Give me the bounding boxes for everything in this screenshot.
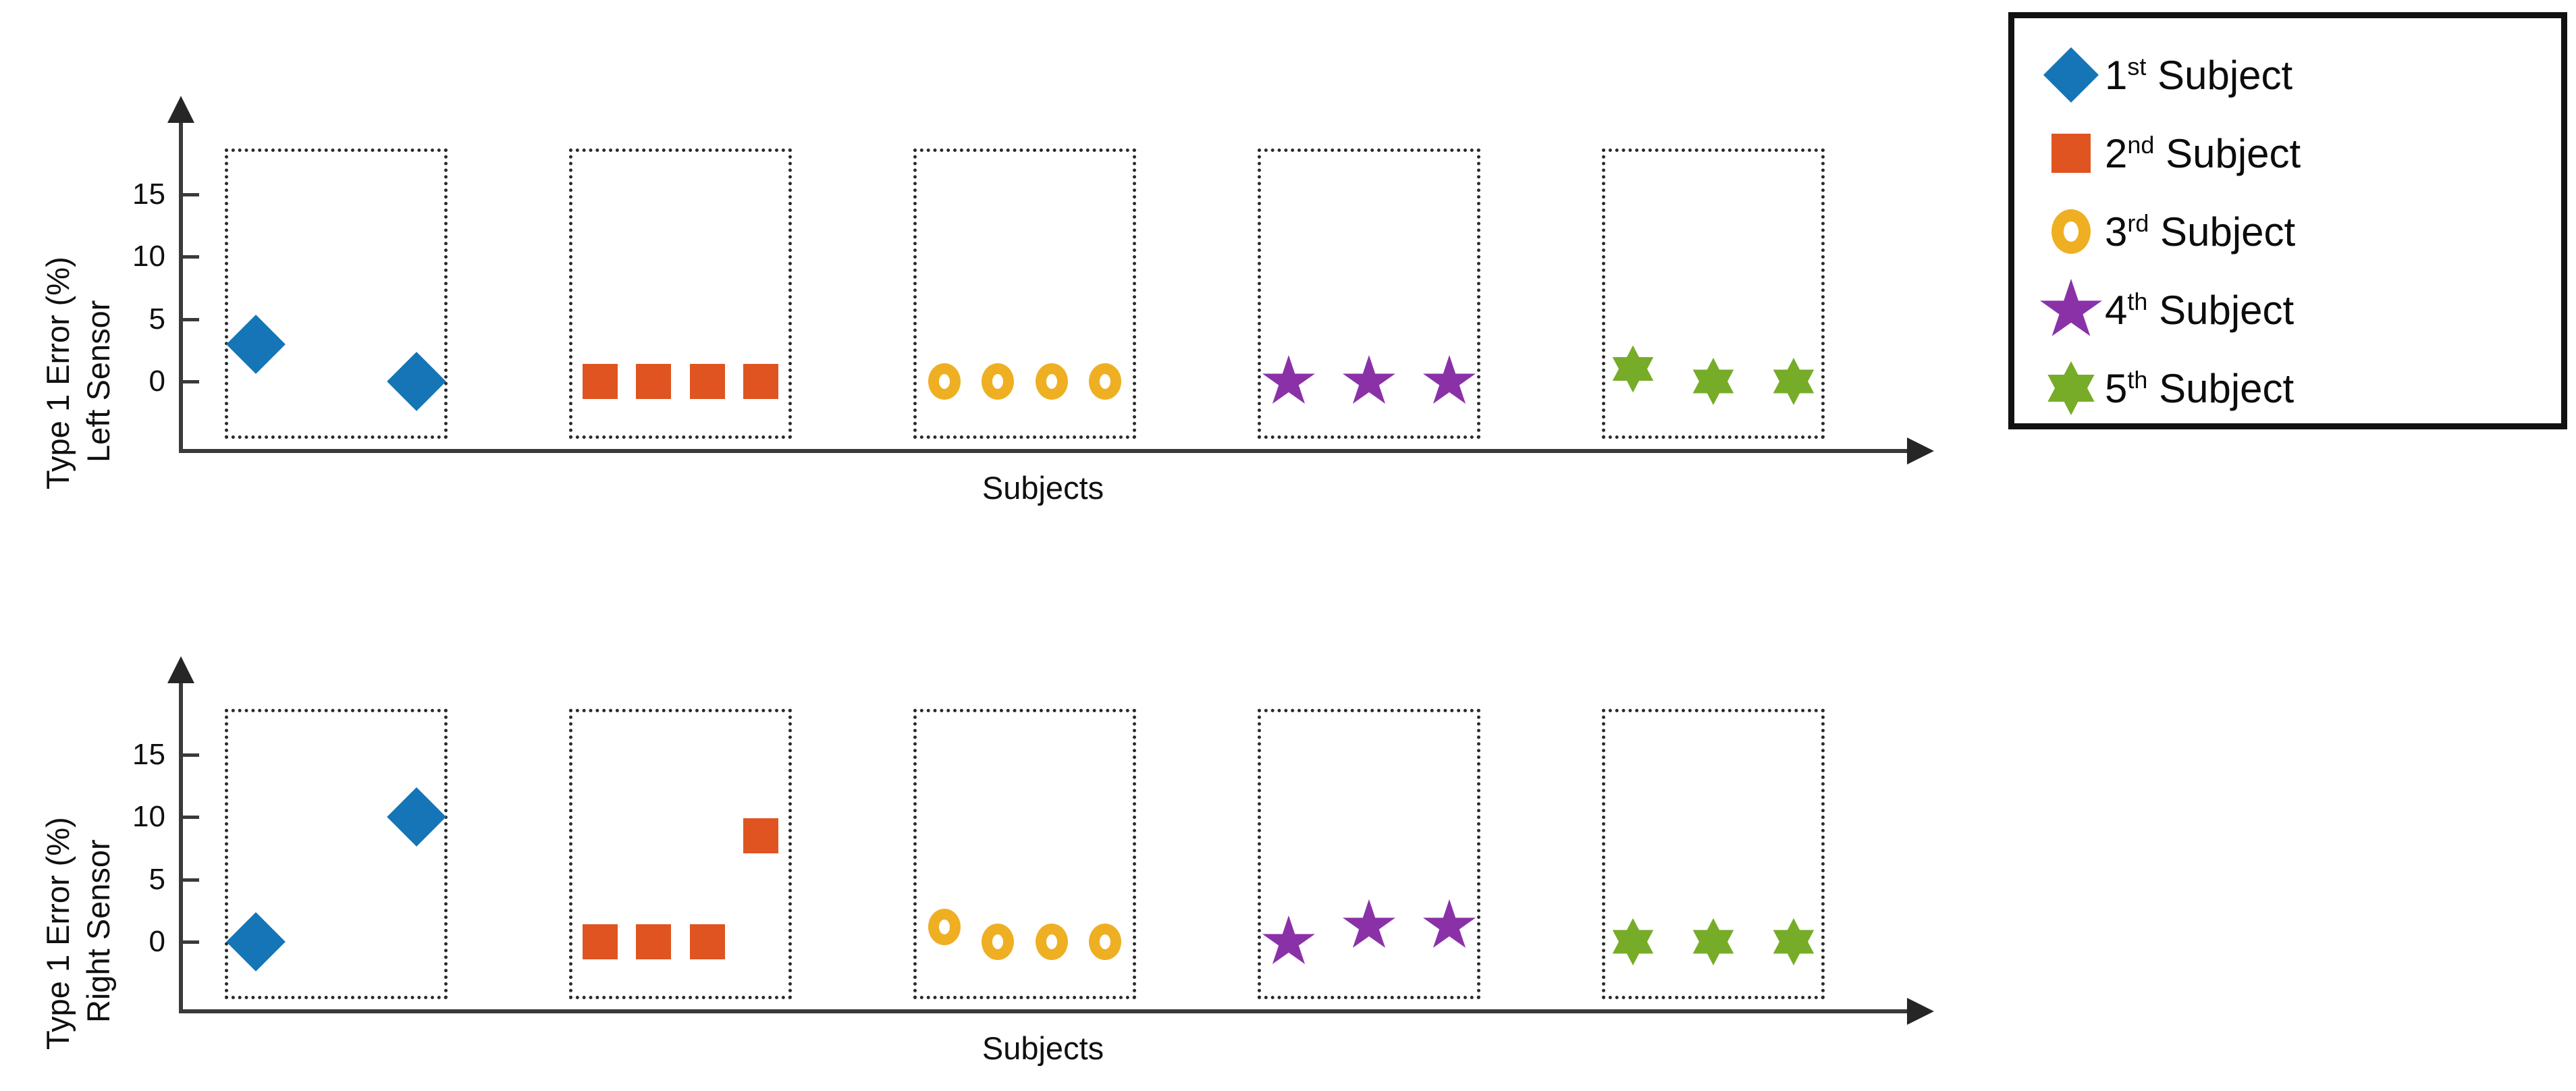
legend-diamond-icon bbox=[2043, 47, 2099, 103]
data-point-circle bbox=[1035, 924, 1068, 960]
y-axis-title-line1: Type 1 Error (%) bbox=[40, 257, 76, 489]
y-axis-tick-mark bbox=[179, 940, 199, 944]
legend-ordinal-suffix: th bbox=[2127, 287, 2148, 315]
legend-swatch bbox=[2037, 47, 2105, 103]
legend-item-label: 5th Subject bbox=[2105, 365, 2294, 412]
legend-ordinal-suffix: nd bbox=[2127, 130, 2155, 159]
legend-ordinal-number: 2 bbox=[2105, 130, 2128, 176]
legend-ordinal-suffix: th bbox=[2127, 365, 2148, 394]
x-axis-line bbox=[179, 449, 1907, 453]
data-point-circle bbox=[1035, 363, 1068, 400]
legend-star-5pt-icon bbox=[2040, 279, 2102, 336]
y-axis-tick-mark bbox=[179, 317, 199, 321]
legend-subject-text: Subject bbox=[2154, 130, 2301, 176]
legend-swatch bbox=[2037, 361, 2105, 415]
legend-ordinal-suffix: st bbox=[2127, 52, 2147, 80]
data-point-square bbox=[689, 364, 725, 399]
legend-square-icon bbox=[2051, 134, 2091, 173]
y-axis-tick-label: 5 bbox=[149, 302, 165, 336]
subject-group-box bbox=[569, 149, 792, 439]
y-axis-arrow-icon bbox=[167, 96, 194, 123]
subject-group-box bbox=[225, 149, 448, 439]
y-axis-tick-label: 5 bbox=[149, 862, 165, 896]
y-axis-tick-label: 15 bbox=[132, 737, 165, 771]
y-axis-line bbox=[179, 682, 183, 1009]
legend-item[interactable]: 3rd Subject bbox=[2037, 192, 2561, 271]
data-point-square bbox=[636, 924, 672, 959]
legend-ordinal-number: 5 bbox=[2105, 365, 2128, 411]
legend-item-label: 1st Subject bbox=[2105, 52, 2292, 99]
subject-group-box bbox=[1258, 709, 1480, 999]
legend-subject-text: Subject bbox=[2149, 209, 2296, 255]
legend-item[interactable]: 4th Subject bbox=[2037, 271, 2561, 349]
legend-ordinal-number: 1 bbox=[2105, 52, 2128, 98]
data-point-square bbox=[636, 364, 672, 399]
data-point-square bbox=[583, 924, 618, 959]
y-axis-tick-mark bbox=[179, 380, 199, 383]
y-axis-tick-label: 15 bbox=[132, 177, 165, 211]
subject-group-box bbox=[913, 149, 1136, 439]
legend-item[interactable]: 1st Subject bbox=[2037, 36, 2561, 114]
data-point-circle bbox=[982, 924, 1015, 960]
y-axis-title-line1: Type 1 Error (%) bbox=[40, 817, 76, 1050]
legend-item[interactable]: 5th Subject bbox=[2037, 349, 2561, 427]
legend-item-label: 3rd Subject bbox=[2105, 209, 2295, 255]
legend-ordinal-number: 3 bbox=[2105, 209, 2128, 255]
x-axis-line bbox=[179, 1009, 1907, 1013]
legend-ordinal-suffix: rd bbox=[2127, 209, 2149, 237]
x-axis-title: Subjects bbox=[982, 470, 1104, 506]
data-point-circle bbox=[1089, 924, 1121, 960]
data-point-square bbox=[583, 364, 618, 399]
y-axis-tick-mark bbox=[179, 753, 199, 757]
y-axis-arrow-icon bbox=[167, 656, 194, 683]
y-axis-line bbox=[179, 122, 183, 449]
y-axis-tick-mark bbox=[179, 255, 199, 259]
x-axis-title: Subjects bbox=[982, 1030, 1104, 1066]
legend-item-label: 2nd Subject bbox=[2105, 130, 2301, 177]
legend-swatch bbox=[2037, 279, 2105, 341]
data-point-circle bbox=[928, 363, 961, 400]
subject-group-box bbox=[569, 709, 792, 999]
data-point-square bbox=[743, 364, 778, 399]
data-point-circle bbox=[1089, 363, 1121, 400]
legend-swatch bbox=[2037, 209, 2105, 254]
legend-circle-icon bbox=[2051, 209, 2091, 254]
legend-swatch bbox=[2037, 134, 2105, 173]
data-point-square bbox=[689, 924, 725, 959]
subject-group-box bbox=[1602, 149, 1825, 439]
data-point-circle bbox=[982, 363, 1015, 400]
legend-ordinal-number: 4 bbox=[2105, 287, 2128, 333]
subject-group-box bbox=[1258, 149, 1480, 439]
legend-subject-text: Subject bbox=[2146, 52, 2293, 98]
x-axis-arrow-icon bbox=[1907, 998, 1934, 1025]
y-axis-tick-mark bbox=[179, 816, 199, 819]
subject-group-box bbox=[1602, 709, 1825, 999]
y-axis-tick-mark bbox=[179, 192, 199, 196]
legend-subject-text: Subject bbox=[2147, 287, 2295, 333]
y-axis-tick-label: 10 bbox=[132, 800, 165, 833]
legend-item-label: 4th Subject bbox=[2105, 287, 2294, 334]
legend-subject-text: Subject bbox=[2147, 365, 2295, 411]
subject-group-box bbox=[913, 709, 1136, 999]
legend-item[interactable]: 2nd Subject bbox=[2037, 114, 2561, 192]
y-axis-tick-label: 0 bbox=[149, 925, 165, 958]
x-axis-arrow-icon bbox=[1907, 437, 1934, 464]
legend-star-6pt-icon bbox=[2047, 361, 2095, 415]
subject-group-box bbox=[225, 709, 448, 999]
y-axis-tick-label: 0 bbox=[149, 365, 165, 398]
data-point-circle bbox=[928, 908, 961, 945]
y-axis-tick-mark bbox=[179, 878, 199, 882]
data-point-square bbox=[743, 818, 778, 853]
y-axis-tick-label: 10 bbox=[132, 240, 165, 273]
